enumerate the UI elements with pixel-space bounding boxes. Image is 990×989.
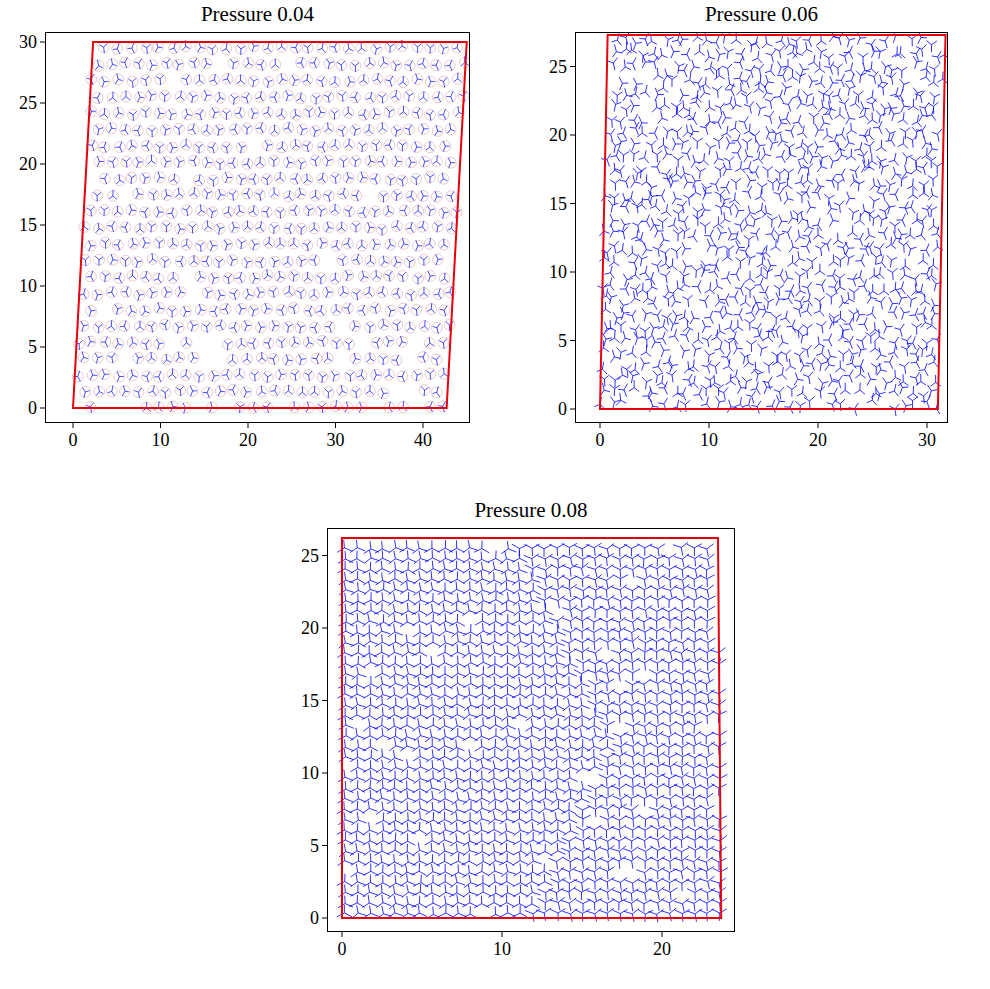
tripod-particles [337,540,728,923]
tick-label: 5 [28,337,37,357]
tick-label: 20 [19,154,37,174]
tick-label: 5 [558,331,567,351]
panel-title: Pressure 0.08 [328,498,734,522]
simulation-box [600,35,946,409]
plot-frame: Pressure 0.08 [327,528,735,932]
tick-label: 30 [327,430,345,450]
tick-label: 0 [596,430,605,450]
tick-label: 5 [310,836,319,856]
tick-label: 40 [414,430,432,450]
tick-label: 15 [19,215,37,235]
tick-label: 10 [301,763,319,783]
tick-label: 10 [549,262,567,282]
plot-frame: Pressure 0.04 [45,32,470,423]
tick-mark [335,423,336,428]
tick-label: 30 [918,430,936,450]
tick-label: 20 [239,430,257,450]
panel-title: Pressure 0.04 [46,2,469,26]
tick-label: 20 [809,430,827,450]
tick-label: 15 [301,691,319,711]
tick-label: 0 [69,430,78,450]
tick-mark [709,423,710,428]
tripod-particles [73,40,468,414]
tick-label: 0 [310,908,319,928]
panel-title: Pressure 0.06 [576,2,947,26]
particle-snapshot [594,32,948,416]
tick-label: 10 [152,430,170,450]
tick-label: 25 [19,93,37,113]
axis-ticks [40,42,927,937]
tick-label: 25 [549,57,567,77]
tick-label: 20 [653,939,671,959]
tick-label: 20 [549,125,567,145]
tick-mark [73,423,74,428]
particle-snapshot [337,540,728,923]
tick-mark [342,932,343,937]
tick-mark [600,423,601,428]
plot-frame: Pressure 0.06 [575,32,948,423]
tick-mark [423,423,424,428]
tick-label: 10 [493,939,511,959]
tick-mark [502,932,503,937]
tick-label: 0 [558,399,567,419]
tick-label: 20 [301,618,319,638]
tripod-particles [594,32,948,416]
tick-label: 10 [700,430,718,450]
tick-label: 0 [338,939,347,959]
tick-mark [662,932,663,937]
tick-label: 0 [28,398,37,418]
tick-mark [248,423,249,428]
tick-mark [160,423,161,428]
tick-mark [818,423,819,428]
simulation-box [342,538,721,918]
tick-label: 30 [19,32,37,52]
tick-label: 10 [19,276,37,296]
tick-label: 25 [301,546,319,566]
tick-label: 15 [549,194,567,214]
simulation-box [73,42,467,408]
tick-mark [927,423,928,428]
particle-snapshot [72,40,470,414]
particle-circles [72,41,470,414]
